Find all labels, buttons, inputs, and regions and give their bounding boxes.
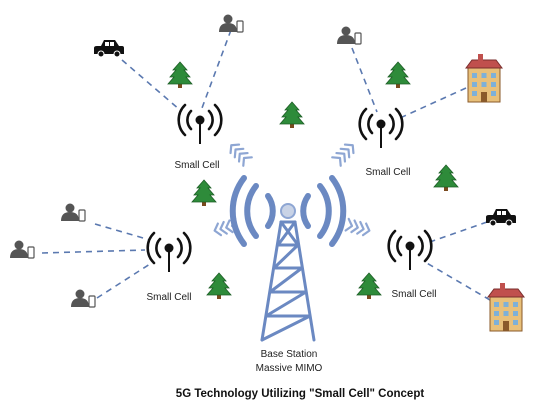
- connection-lines: [41, 29, 491, 301]
- tree-icon: [433, 164, 459, 192]
- diagram-title: 5G Technology Utilizing "Small Cell" Con…: [176, 388, 425, 400]
- base-station-tower-icon: [229, 175, 347, 342]
- small-cell-label: Small Cell: [365, 167, 410, 178]
- user-with-phone-icon: [60, 202, 86, 222]
- tree-icon: [279, 101, 305, 129]
- small-cell-antenna-icon: [358, 107, 404, 150]
- link-tl-user: [201, 29, 232, 109]
- small-cell-top-left: Small Cell: [174, 103, 223, 171]
- tree-icon: [356, 272, 382, 300]
- link-tr-building: [399, 87, 467, 119]
- building-icon: [465, 53, 503, 103]
- link-tl-car: [121, 59, 181, 111]
- link-br-building: [424, 261, 491, 301]
- building-icon: [487, 282, 525, 332]
- user-with-phone-icon: [336, 25, 362, 45]
- small-cell-bottom-right: Small Cell: [387, 229, 437, 300]
- link-tr-user: [351, 47, 378, 113]
- small-cell-label: Small Cell: [146, 292, 191, 303]
- small-cell-top-right: Small Cell: [358, 107, 411, 178]
- small-cell-label: Small Cell: [391, 289, 436, 300]
- base-station-label: Base Station: [261, 349, 318, 360]
- small-cell-bottom-left: Small Cell: [146, 231, 192, 303]
- tree-icon: [167, 61, 193, 89]
- link-bl-user-top: [94, 223, 151, 241]
- massive-mimo-label: Massive MIMO: [256, 363, 323, 374]
- user-with-phone-icon: [218, 13, 244, 33]
- user-with-phone-icon: [70, 288, 96, 308]
- small-cell-antenna-icon: [387, 229, 433, 272]
- tree-icon: [191, 179, 217, 207]
- tree-icon: [385, 61, 411, 89]
- user-with-phone-icon: [9, 239, 35, 259]
- car-icon: [93, 39, 125, 58]
- link-br-car: [426, 221, 488, 244]
- link-bl-user-mid: [41, 249, 146, 254]
- car-icon: [485, 208, 517, 227]
- link-bl-user-bottom: [96, 263, 151, 299]
- tree-icon: [206, 272, 232, 300]
- small-cell-label: Small Cell: [174, 160, 219, 171]
- small-cell-antenna-icon: [146, 231, 192, 274]
- small-cell-antenna-icon: [177, 103, 223, 146]
